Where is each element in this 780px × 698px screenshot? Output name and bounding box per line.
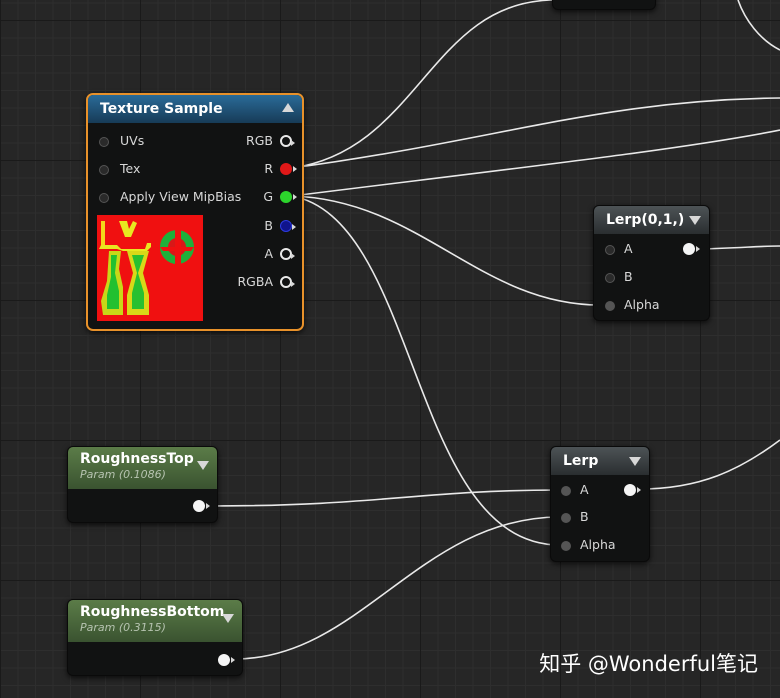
output-label-b: B [264, 218, 273, 233]
lerp-title: Lerp [563, 453, 599, 469]
texture-sample-node[interactable]: Texture Sample UVs Tex Apply View MipBia… [86, 93, 304, 331]
lerp-node[interactable]: Lerp A B Alpha [550, 446, 650, 562]
output-pin-b[interactable] [280, 220, 296, 232]
input-pin-alpha[interactable] [561, 541, 571, 551]
roughness-top-header[interactable]: RoughnessTop Param (0.1086) [68, 447, 217, 489]
watermark: 知乎 @Wonderful笔记 [539, 652, 758, 676]
output-pin-r[interactable] [280, 163, 297, 175]
collapse-arrow-icon[interactable] [282, 103, 294, 112]
input-pin-a[interactable] [561, 486, 571, 496]
lerp-0-1-header[interactable]: Lerp(0,1,) [594, 206, 709, 234]
collapse-arrow-icon[interactable] [197, 461, 209, 470]
wire-g-to-lerp01-alpha [291, 195, 601, 306]
wire-g-to-lerp-alpha [291, 195, 561, 546]
output-pin-value[interactable] [193, 500, 210, 512]
collapse-arrow-icon[interactable] [629, 457, 641, 466]
input-pin-uvs[interactable] [99, 137, 109, 147]
roughness-top-node[interactable]: RoughnessTop Param (0.1086) [67, 446, 218, 523]
input-label-alpha: Alpha [580, 537, 616, 552]
output-label-g: G [263, 189, 273, 204]
output-pin-g[interactable] [280, 191, 297, 203]
output-label-r: R [264, 161, 273, 176]
texture-preview-image [97, 215, 203, 321]
output-pin-result[interactable] [624, 484, 641, 496]
roughness-top-title: RoughnessTop [80, 451, 194, 467]
output-pin-result[interactable] [683, 243, 700, 255]
wire-g-to-right [291, 129, 780, 197]
roughness-bottom-title: RoughnessBottom [80, 604, 225, 620]
input-label-mipbias: Apply View MipBias [120, 189, 242, 204]
input-label-a: A [624, 241, 633, 256]
input-label-b: B [624, 269, 633, 284]
input-pin-alpha[interactable] [605, 301, 615, 311]
wire-r-to-right [291, 97, 780, 169]
collapse-arrow-icon[interactable] [222, 614, 234, 623]
output-pin-a[interactable] [280, 248, 295, 260]
output-pin-value[interactable] [218, 654, 235, 666]
output-pin-rgb[interactable] [280, 135, 295, 147]
roughness-top-value: Param (0.1086) [80, 468, 166, 481]
input-label-tex: Tex [120, 161, 141, 176]
wire-rbottom-to-lerp-b [234, 516, 561, 660]
input-label-alpha: Alpha [624, 297, 660, 312]
input-pin-a[interactable] [605, 245, 615, 255]
roughness-bottom-header[interactable]: RoughnessBottom Param (0.3115) [68, 600, 242, 642]
wire-top-right [737, 0, 780, 51]
wire-lerp-out [639, 439, 780, 490]
lerp-0-1-title: Lerp(0,1,) [606, 212, 685, 228]
wire-lerp01-out [699, 245, 780, 250]
collapse-arrow-icon[interactable] [689, 216, 701, 225]
texture-sample-header[interactable]: Texture Sample [88, 95, 302, 123]
output-label-rgba: RGBA [237, 274, 274, 289]
input-pin-mipbias[interactable] [99, 193, 109, 203]
texture-sample-title: Texture Sample [100, 101, 223, 117]
input-label-b: B [580, 509, 589, 524]
lerp-header[interactable]: Lerp [551, 447, 649, 475]
lerp-0-1-node[interactable]: Lerp(0,1,) A B Alpha [593, 205, 710, 321]
roughness-bottom-value: Param (0.3115) [80, 621, 166, 634]
output-pin-rgba[interactable] [280, 276, 295, 288]
input-label-a: A [580, 482, 589, 497]
output-label-rgb: RGB [246, 133, 273, 148]
output-label-a: A [264, 246, 273, 261]
roughness-bottom-node[interactable]: RoughnessBottom Param (0.3115) [67, 599, 243, 676]
wire-r-to-top [291, 0, 556, 169]
input-pin-b[interactable] [605, 273, 615, 283]
wire-rtop-to-lerp-a [209, 489, 561, 507]
input-pin-b[interactable] [561, 513, 571, 523]
input-label-uvs: UVs [120, 133, 145, 148]
offscreen-node[interactable] [552, 0, 656, 10]
input-pin-tex[interactable] [99, 165, 109, 175]
